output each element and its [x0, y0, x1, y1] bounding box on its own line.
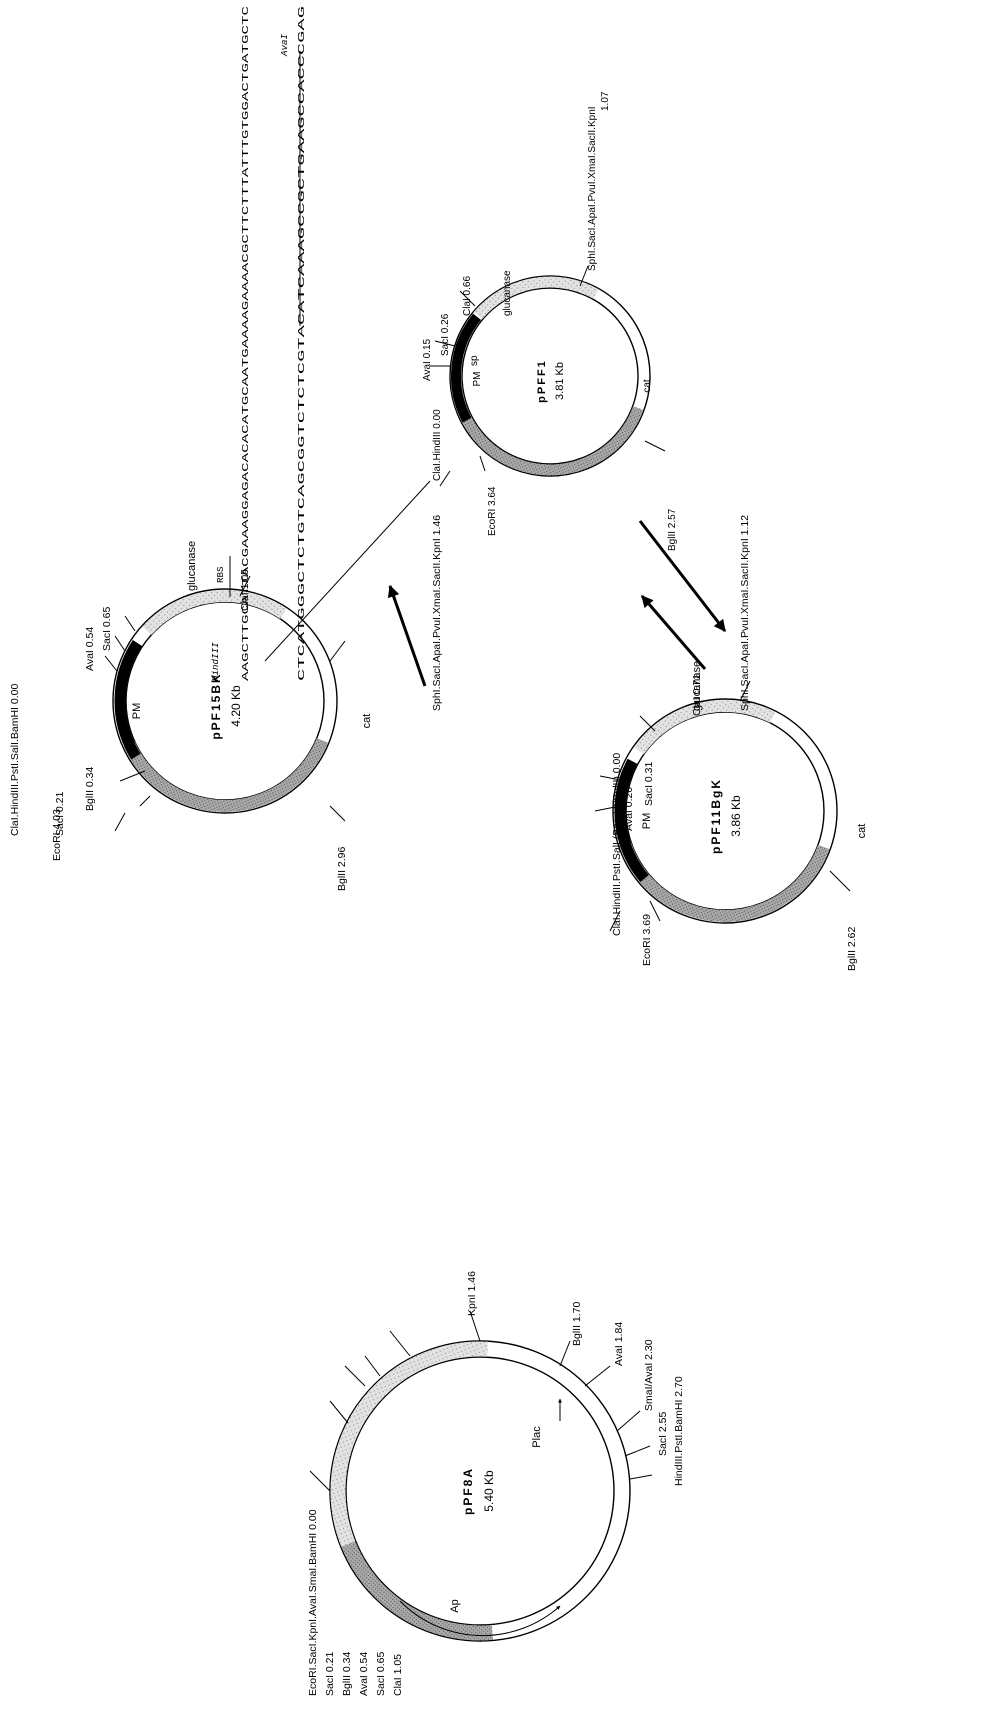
site-label: HindIII.PstI.BamHI 2.70 — [673, 1376, 685, 1486]
feature-pm: PM — [641, 813, 653, 830]
plasmid-pPFF1: pPFF1 3.81 Kb PM cat glucanase sp ClaI.H… — [264, 51, 678, 662]
sequence-line-1: AAGCTTGCATTACGAAAGGAGACACACATGCAATGAAAAG… — [240, 5, 251, 681]
restriction-site-lines — [264, 51, 666, 662]
site-label: BglII 1.70 — [571, 1301, 583, 1346]
site-label: SmaI/AvaI 2.30 — [643, 1339, 655, 1411]
site-label: AvaI 1.84 — [613, 1322, 625, 1366]
site-label: ClaI 0.71 — [691, 674, 703, 716]
site-label: BglII 0.34 — [84, 766, 96, 811]
plasmid-size: 3.81 Kb — [554, 362, 566, 400]
plasmid-name: pPFF1 — [536, 359, 548, 403]
site-label: BglII 2.57 — [667, 508, 678, 551]
plasmid-backbone — [612, 698, 838, 924]
site-label: SphI.SacI.ApaI.PvuI.XmaI.SacII.KpnI 1.46 — [431, 515, 443, 711]
site-label: SacI 2.55 — [657, 1411, 669, 1456]
site-label: KpnI 1.46 — [466, 1271, 478, 1316]
feature-pm: PM — [131, 703, 143, 720]
feature-cat: cat — [642, 379, 653, 393]
plasmid-pPF8A: pPF8A 5.40 Kb Plac Ap EcoRI.SacI.KpnI.Av — [307, 1271, 685, 1696]
restriction-site-labels: ClaI.HindIII 0.00 AvaI 0.15 SacI 0.26 Cl… — [422, 91, 678, 551]
site-label: BglII 2.62 — [846, 926, 858, 971]
site-label: SacI 0.21 — [324, 1651, 336, 1696]
plasmid-backbone — [449, 275, 651, 477]
site-label: SacI 0.21 — [54, 791, 66, 836]
site-label: SphI.SacI.ApaI.PvuI.XmaI.SacII.KpnI 1.12 — [739, 515, 751, 711]
restriction-site-labels: ClaI.HindIII.PstI.SalI.BamHI 0.00 SacI 0… — [9, 515, 443, 891]
rotated-figure: pPF8A 5.40 Kb Plac Ap EcoRI.SacI.KpnI.Av — [9, 5, 868, 1696]
site-label: 1.07 — [600, 91, 611, 111]
restriction-site-lines — [594, 680, 851, 932]
site-label: SacI 0.31 — [643, 761, 655, 806]
feature-plac: Plac — [531, 1426, 543, 1448]
feature-cat: cat — [856, 824, 868, 839]
feature-glucanase: glucanase — [502, 270, 513, 316]
avai-label: AvaI — [279, 33, 290, 57]
arrow-to-pPF15BK — [387, 584, 427, 687]
restriction-site-labels: ClaI.HindIII.PstI.SalI.(BamHI/BglII) 0.0… — [611, 515, 858, 971]
feature-cat: cat — [361, 714, 373, 729]
site-label: SphI.SacI.ApaI.PvuI.XmaI.SacII.KpnI — [587, 106, 598, 271]
plasmid-size: 3.86 Kb — [729, 795, 743, 837]
feature-ap: Ap — [449, 1599, 461, 1612]
rbs-label: RBS — [215, 566, 226, 583]
sequence-line-2: CTCATGGGCTCTGTCAGCGGTCTCTCGTACATCAAAGCCG… — [296, 6, 307, 681]
plasmid-backbone — [112, 588, 338, 814]
sequence-block: HindIII RBS AvaI AAGCTTGCATTACGAAAGGAGAC… — [210, 5, 307, 681]
site-label: EcoRI 3.69 — [641, 914, 653, 966]
feature-pm: PM — [472, 372, 483, 387]
site-label: EcoRI 3.64 — [487, 486, 498, 536]
site-label: ClaI.HindIII 0.00 — [432, 409, 443, 481]
site-label: EcoRI 4.03 — [51, 809, 63, 861]
plasmid-pPF15BK: pPF15BK 4.20 Kb PM cat glucanase ClaI.Hi… — [9, 515, 443, 891]
site-label: ClaI.HindIII.PstI.SalI.(BamHI/BglII) 0.0… — [611, 753, 623, 936]
restriction-site-lines — [104, 575, 346, 832]
arrow-to-pPFF1 — [640, 595, 707, 670]
site-label: ClaI 1.05 — [392, 1654, 404, 1696]
pathway-arrows — [387, 520, 727, 687]
plasmid-pPF11BgK: pPF11BgK 3.86 Kb PM cat glucanase ClaI.H… — [594, 515, 868, 971]
feature-glucanase: glucanase — [186, 541, 198, 591]
site-label: ClaI 0.66 — [462, 276, 473, 316]
site-label: SacI 0.26 — [440, 313, 451, 356]
restriction-site-lines — [309, 1310, 653, 1492]
restriction-site-labels: EcoRI.SacI.KpnI.AvaI.SmaI.BamHI 0.00 Sac… — [307, 1271, 685, 1696]
plasmid-size: 5.40 Kb — [482, 1470, 496, 1512]
site-label: AvaI 0.15 — [422, 338, 433, 381]
feature-sp: sp — [469, 355, 480, 366]
site-label: AvaI 0.54 — [358, 1652, 370, 1696]
hindiii-label: HindIII — [210, 642, 221, 681]
site-label: SacI 0.65 — [101, 606, 113, 651]
site-label: BglII 0.34 — [341, 1651, 353, 1696]
plasmid-size: 4.20 Kb — [229, 685, 243, 727]
plasmid-name: pPF8A — [461, 1467, 475, 1515]
arrow-to-pPF11BgK — [638, 520, 727, 632]
site-label: ClaI 1.05 — [239, 569, 251, 611]
plasmid-name: pPF15BK — [209, 672, 223, 739]
site-label: SacI 0.65 — [375, 1651, 387, 1696]
plasmid-name: pPF11BgK — [709, 778, 723, 854]
site-label: ClaI.HindIII.PstI.SalI.BamHI 0.00 — [9, 684, 21, 836]
feature-glucanase: glucanase — [691, 661, 703, 711]
site-label: EcoRI.SacI.KpnI.AvaI.SmaI.BamHI 0.00 — [307, 1509, 319, 1696]
site-label: AvaI 0.20 — [623, 787, 635, 831]
site-label: AvaI 0.54 — [84, 627, 96, 671]
site-label: BglII 2.96 — [336, 846, 348, 891]
